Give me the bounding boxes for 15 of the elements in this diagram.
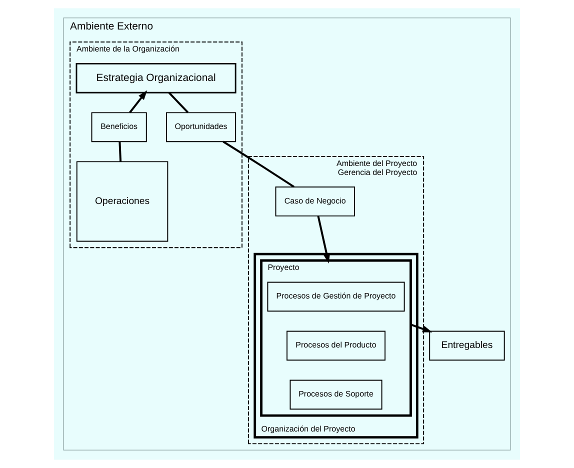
node-box: Beneficios xyxy=(91,112,147,142)
arrow xyxy=(129,90,148,114)
node-box: Caso de Negocio xyxy=(275,186,355,216)
arrow xyxy=(317,216,330,264)
arrow xyxy=(410,324,432,332)
connector xyxy=(168,92,189,114)
node-box: Procesos de Soporte xyxy=(290,380,382,410)
node-box: Estrategia Organizacional xyxy=(76,62,236,94)
node-box: Oportunidades xyxy=(166,112,236,142)
connector xyxy=(118,142,122,162)
node-box: Entregables xyxy=(429,330,505,361)
connector xyxy=(222,140,294,188)
node-box: Procesos del Producto xyxy=(286,330,386,361)
node-box: Operaciones xyxy=(76,161,168,242)
node-box: Procesos de Gestión de Proyecto xyxy=(267,282,405,312)
